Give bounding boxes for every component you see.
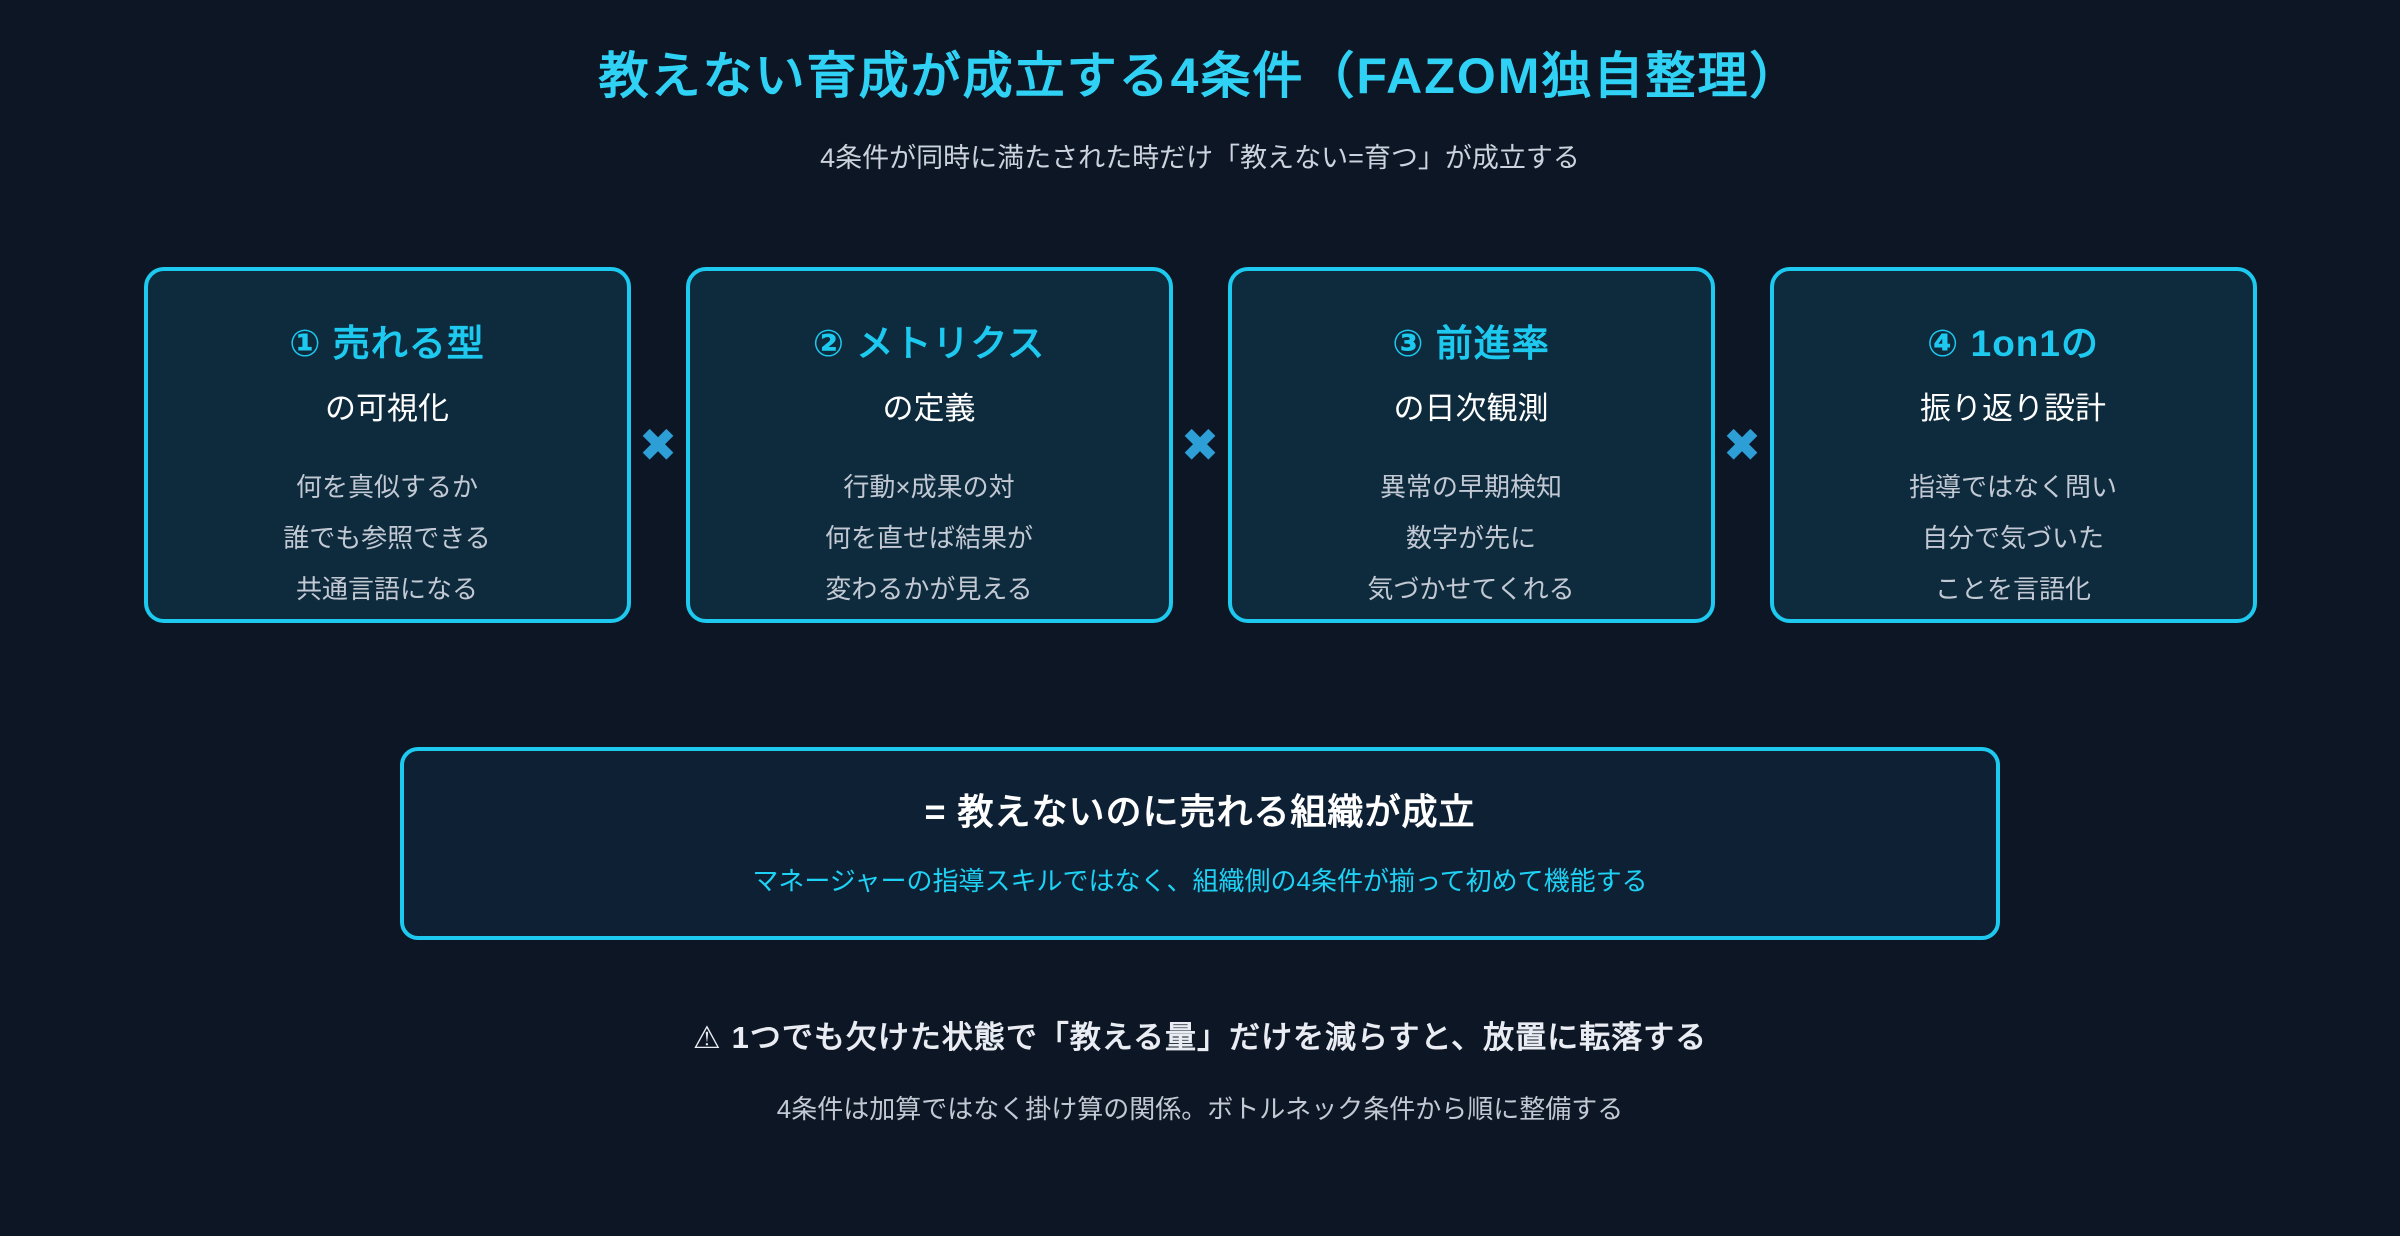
warning-icon: ⚠ (692, 1020, 722, 1055)
page-title: 教えない育成が成立する4条件（FAZOM独自整理） (598, 48, 1802, 104)
warning-line: ⚠ 1つでも欠けた状態で「教える量」だけを減らすと、放置に転落する (0, 1012, 2400, 1057)
multiply-icon: ✖ (1722, 419, 1762, 471)
result-box: = 教えないのに売れる組織が成立 マネージャーの指導スキルではなく、組織側の4条… (400, 747, 2000, 940)
condition-1-subtitle: の可視化 (325, 391, 449, 426)
condition-1-description: 何を真似するか 誰でも参照できる 共通言語になる (148, 462, 627, 615)
condition-card-2: ② メトリクス の定義 行動×成果の対 何を直せば結果が 変わるかが見える (685, 267, 1173, 623)
condition-2-title: ② メトリクス (812, 323, 1046, 364)
condition-4-title: ④ 1on1の (1927, 323, 2099, 364)
result-title: = 教えないのに売れる組織が成立 (924, 791, 1476, 832)
description-line: 共通言語になる (295, 574, 478, 604)
description-line: 何を真似するか (295, 472, 478, 502)
description-line: 気づかせてくれる (1367, 574, 1575, 604)
conditions-row: ① 売れる型 の可視化 何を真似するか 誰でも参照できる 共通言語になる ✖ ②… (0, 267, 2400, 623)
condition-card-4: ④ 1on1の 振り返り設計 指導ではなく問い 自分で気づいた ことを言語化 (1769, 267, 2257, 623)
description-line: 数字が先に (1405, 523, 1536, 553)
condition-1-title: ① 売れる型 (289, 323, 485, 364)
description-line: 誰でも参照できる (283, 523, 491, 553)
condition-2-subtitle: の定義 (882, 391, 976, 426)
description-line: 指導ではなく問い (1908, 472, 2117, 502)
condition-3-description: 異常の早期検知 数字が先に 気づかせてくれる (1232, 462, 1711, 615)
multiply-icon: ✖ (638, 419, 678, 471)
page-subtitle: 4条件が同時に満たされた時だけ「教えない=育つ」が成立する (820, 143, 1580, 173)
condition-4-description: 指導ではなく問い 自分で気づいた ことを言語化 (1774, 462, 2253, 615)
description-line: 行動×成果の対 (843, 472, 1015, 502)
condition-3-subtitle: の日次観測 (1393, 391, 1549, 426)
condition-4-subtitle: 振り返り設計 (1920, 391, 2106, 426)
condition-3-title: ③ 前進率 (1392, 323, 1550, 364)
result-subtitle: マネージャーの指導スキルではなく、組織側の4条件が揃って初めて機能する (752, 866, 1648, 896)
multiply-icon: ✖ (1180, 419, 1220, 471)
condition-card-3: ③ 前進率 の日次観測 異常の早期検知 数字が先に 気づかせてくれる (1227, 267, 1715, 623)
condition-2-description: 行動×成果の対 何を直せば結果が 変わるかが見える (690, 462, 1169, 615)
warning-text: 1つでも欠けた状態で「教える量」だけを減らすと、放置に転落する (731, 1020, 1708, 1055)
description-line: ことを言語化 (1934, 574, 2091, 604)
note-line: 4条件は加算ではなく掛け算の関係。ボトルネック条件から順に整備する (776, 1094, 1624, 1124)
infographic-canvas: 教えない育成が成立する4条件（FAZOM独自整理） 4条件が同時に満たされた時だ… (0, 36, 2400, 1236)
condition-card-1: ① 売れる型 の可視化 何を真似するか 誰でも参照できる 共通言語になる (143, 267, 631, 623)
description-line: 自分で気づいた (1921, 523, 2104, 553)
description-line: 変わるかが見える (825, 574, 1033, 604)
description-line: 異常の早期検知 (1379, 472, 1562, 502)
description-line: 何を直せば結果が (824, 523, 1033, 553)
